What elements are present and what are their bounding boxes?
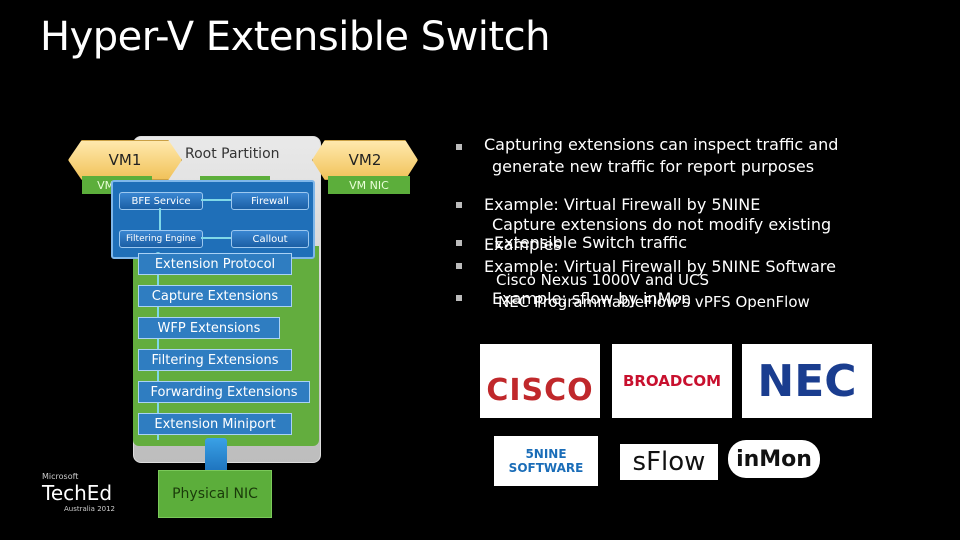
firewall-box: Firewall xyxy=(231,192,309,210)
bullet-marker-icon xyxy=(456,144,462,150)
teched-name: TechEd xyxy=(42,481,113,505)
5nine-logo: 5NINE SOFTWARE xyxy=(494,436,598,486)
layer-extension-miniport: Extension Miniport xyxy=(138,413,292,435)
cisco-logo: CISCO xyxy=(480,344,600,418)
bullet-5-sub: NEC ProgrammableFlow's vPFS OpenFlow xyxy=(498,293,810,311)
bullet-marker-icon xyxy=(456,263,462,269)
nec-logo: NEC xyxy=(742,344,872,418)
layer-forwarding-extensions: Forwarding Extensions xyxy=(138,381,310,403)
bfe-service: BFE Service xyxy=(119,192,203,210)
bullet-marker-icon xyxy=(456,295,462,301)
bfe-firewall-connector xyxy=(201,199,231,201)
layer-wfp-extensions: WFP Extensions xyxy=(138,317,280,339)
vm2-box: VM2 xyxy=(312,140,418,180)
teched-sub: Australia 2012 xyxy=(64,505,116,513)
bullet-3-sub: Extensible Switch traffic xyxy=(494,233,688,252)
bullet-5: Example: sflow by inMon xyxy=(492,289,692,308)
extension-stack-background xyxy=(133,246,319,446)
layer-extension-protocol: Extension Protocol xyxy=(138,253,292,275)
callout-box: Callout xyxy=(231,230,309,248)
slide-title: Hyper-V Extensible Switch xyxy=(40,14,550,60)
bidirectional-arrow-icon xyxy=(205,438,227,476)
bullet-4: Example: Virtual Firewall by 5NINE Softw… xyxy=(484,257,836,276)
bullet-4-sub: Cisco Nexus 1000V and UCS xyxy=(496,271,709,289)
vm2-nic: VM NIC xyxy=(328,176,410,194)
layer-filtering-extensions: Filtering Extensions xyxy=(138,349,292,371)
bullet-3: Examples xyxy=(484,235,562,254)
bullet-2-sub: Capture extensions do not modify existin… xyxy=(492,215,832,234)
bullet-marker-icon xyxy=(456,240,462,246)
inmon-logo: inMon xyxy=(728,440,820,478)
engine-callout-connector xyxy=(201,237,231,239)
bullet-1: Capturing extensions can inspect traffic… xyxy=(484,135,839,154)
wfp-root-panel: BFE Service Firewall Filtering Engine Ca… xyxy=(111,180,315,259)
bullet-1-sub: generate new traffic for report purposes xyxy=(492,157,815,176)
teched-brand: Microsoft xyxy=(42,472,79,481)
packet-path-line xyxy=(157,255,159,440)
sflow-logo: sFlow xyxy=(620,444,718,480)
bullet-2: Example: Virtual Firewall by 5NINE xyxy=(484,195,761,214)
bullet-marker-icon xyxy=(456,202,462,208)
physical-nic: Physical NIC xyxy=(158,470,272,518)
root-partition-label: Root Partition xyxy=(185,146,280,162)
vm1-label: VM1 xyxy=(108,151,142,169)
vm1-box: VM1 xyxy=(68,140,182,180)
vm2-label: VM2 xyxy=(348,151,382,169)
broadcom-logo: BROADCOM xyxy=(612,344,732,418)
bfe-engine-connector xyxy=(159,208,161,230)
filtering-engine: Filtering Engine xyxy=(119,230,203,248)
teched-logo: Microsoft TechEd Australia 2012 xyxy=(42,472,115,513)
layer-capture-extensions: Capture Extensions xyxy=(138,285,292,307)
